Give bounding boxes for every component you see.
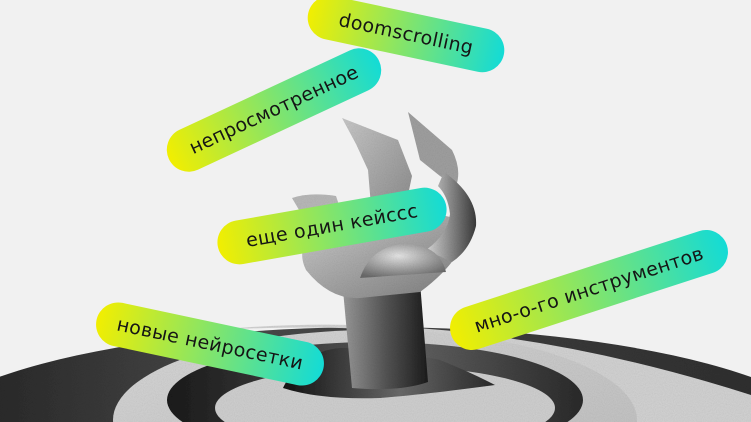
middle-finger [408, 112, 459, 186]
arm [343, 282, 428, 390]
ring-finger [426, 172, 477, 262]
knuckle-dome [360, 244, 446, 278]
